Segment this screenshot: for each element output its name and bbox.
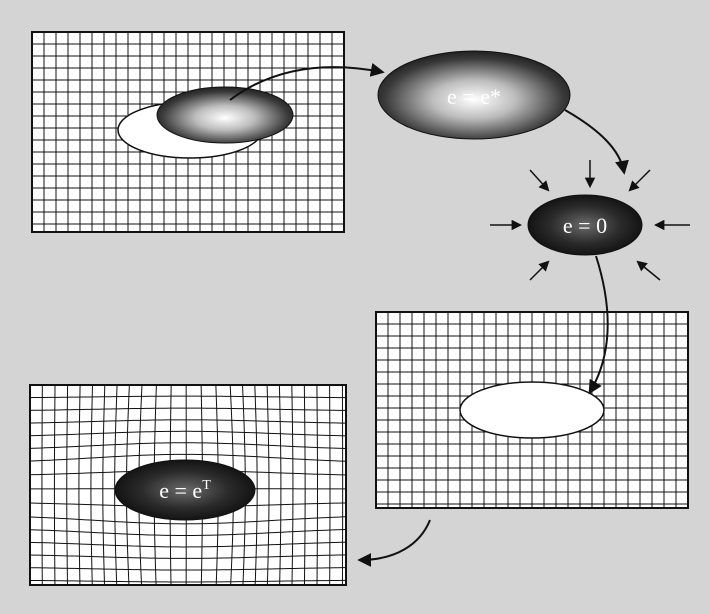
label-e-star: e = e* [447,84,501,109]
grid-line [102,384,106,586]
panel-matrix-with-cavity [375,311,689,509]
grid-line [29,430,347,437]
grid-line [29,395,347,399]
arrow-insert [588,255,609,395]
grid-line [53,384,56,586]
grid-line [29,529,347,536]
arrow-compress [564,109,629,175]
grid-line [90,384,93,586]
inclusion-extracted-top-left [156,86,294,144]
grid-line [29,419,347,424]
grid-line [266,384,270,586]
grid-line [29,516,347,525]
traction-arrows [490,160,690,281]
grid-line [316,384,318,586]
arrow-relax [357,519,431,567]
grid-line [29,407,347,411]
grid-line [114,384,118,586]
grid-line [278,384,282,586]
label-e-zero: e = 0 [563,213,607,238]
grid-line [29,567,347,571]
grid-line [29,453,347,462]
grid-line [29,579,347,583]
grid-line [29,442,347,450]
inclusion-transformed: e = e* [377,50,571,140]
grid-line [254,384,258,586]
arrow-extract [229,63,385,101]
grid-line [29,541,347,548]
inclusion-restored: e = 0 [490,160,690,281]
panel-original-matrix [31,31,345,233]
grid-line [78,384,81,586]
grid-line [303,384,306,586]
grid-line [29,554,347,559]
panel-final-state: e = eT [29,384,347,586]
empty-cavity-right [459,381,605,439]
grid-line [66,384,69,586]
grid-line [291,384,294,586]
